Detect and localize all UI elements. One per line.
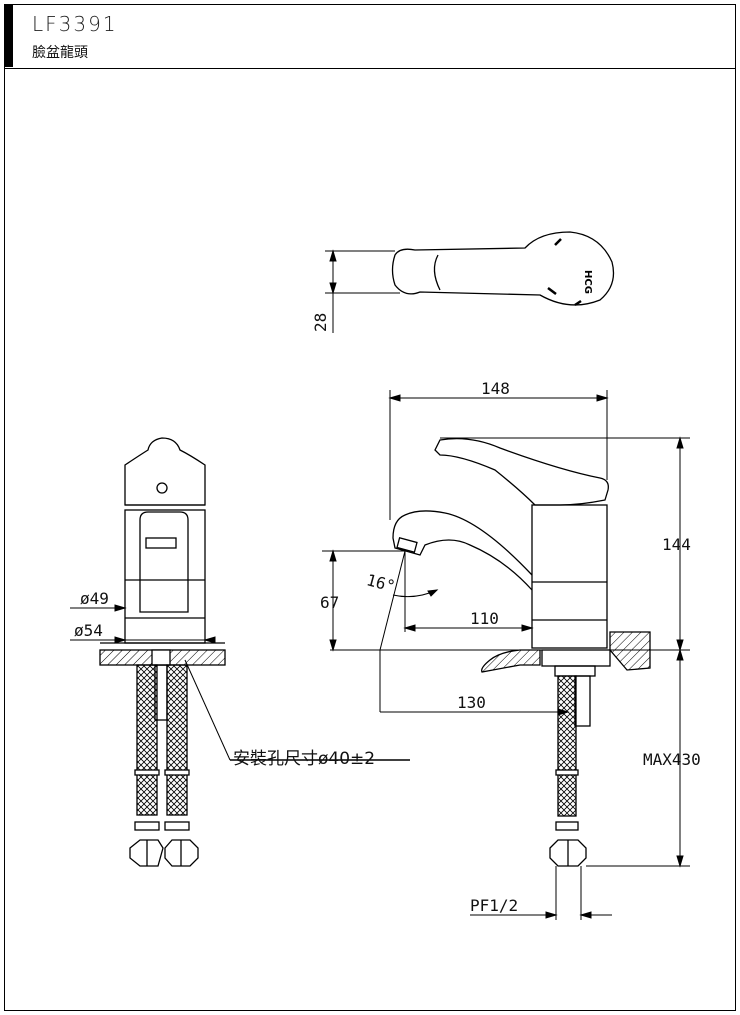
front-view-dimensions [70,604,410,761]
svg-text:HCG: HCG [582,270,593,294]
dim-28-label: 28 [311,313,330,332]
dim-130-label: 130 [457,693,486,712]
front-view [99,437,226,867]
top-view-handle: HCG [391,231,615,307]
drawing-frame [4,4,736,1011]
install-hole-label: 安裝孔尺寸ø40±2 [233,749,375,769]
dim-d49-label: ø49 [80,589,109,608]
dim-angle-label: 16° [364,570,397,596]
dim-handle-height [325,249,400,333]
model-number: LF3391 [32,12,118,36]
side-view-dimensions [322,390,690,920]
dim-67-label: 67 [320,593,339,612]
dim-148-label: 148 [481,379,510,398]
side-view [392,437,651,867]
product-name: 臉盆龍頭 [32,45,88,61]
dim-144-label: 144 [662,535,691,554]
dim-110-label: 110 [470,609,499,628]
dim-pf12-label: PF1/2 [470,896,518,915]
dim-d54-label: ø54 [74,621,103,640]
title-block: LF3391 臉盆龍頭 [4,4,736,69]
dim-max430-label: MAX430 [643,750,701,769]
title-accent-bar [4,4,13,67]
